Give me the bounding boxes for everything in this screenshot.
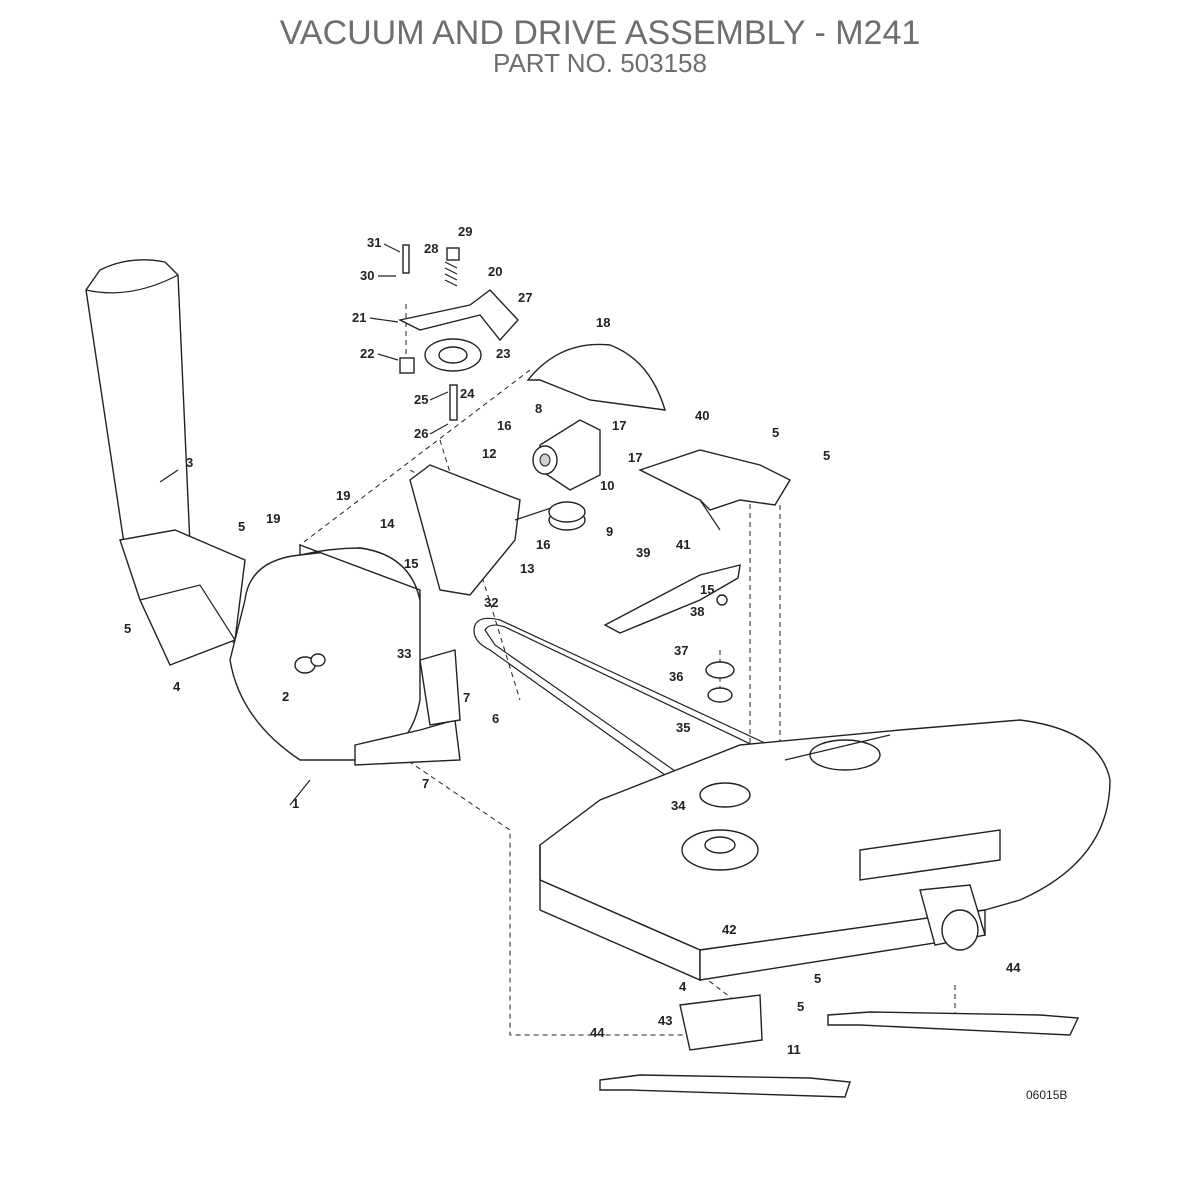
callout-17b: 17 (628, 450, 642, 465)
callout-27: 27 (518, 290, 532, 305)
callout-32: 32 (484, 595, 498, 610)
callout-6: 6 (492, 711, 499, 726)
callout-44a: 44 (1006, 960, 1021, 975)
part-number: PART NO. 503158 (493, 48, 707, 78)
callout-43: 43 (658, 1013, 672, 1028)
drawing-code: 06015B (1026, 1088, 1068, 1102)
callout-23: 23 (496, 346, 510, 361)
callout-5a: 5 (772, 425, 779, 440)
callout-28: 28 (424, 241, 438, 256)
blade-holder-43 (679, 994, 763, 1051)
callout-20: 20 (488, 264, 502, 279)
callout-34: 34 (671, 798, 686, 813)
diagram-title: VACUUM AND DRIVE ASSEMBLY - M241 (279, 14, 921, 52)
callout-15b: 15 (700, 582, 714, 597)
callout-26: 26 (414, 426, 428, 441)
callout-25: 25 (414, 392, 428, 407)
callout-5b: 5 (823, 448, 830, 463)
idler-arm (397, 244, 519, 421)
callout-8: 8 (535, 401, 542, 416)
callout-39: 39 (636, 545, 650, 560)
callout-33: 33 (397, 646, 411, 661)
callout-5c: 5 (238, 519, 245, 534)
vacuum-chute (85, 259, 246, 666)
callout-24: 24 (460, 386, 475, 401)
callout-41: 41 (676, 537, 690, 552)
callout-31: 31 (367, 235, 381, 250)
callout-18: 18 (596, 315, 610, 330)
callout-9: 9 (606, 524, 613, 539)
callout-21: 21 (352, 310, 366, 325)
callout-17a: 17 (612, 418, 626, 433)
leader-lines (159, 243, 449, 806)
callout-4b: 4 (679, 979, 687, 994)
callout-35: 35 (676, 720, 690, 735)
callout-4a: 4 (173, 679, 181, 694)
callout-22: 22 (360, 346, 374, 361)
callout-11: 11 (787, 1042, 801, 1057)
callout-14: 14 (380, 516, 395, 531)
pulley-9 (548, 501, 586, 531)
belt-cover-18 (526, 343, 666, 411)
callout-2: 2 (282, 689, 289, 704)
callout-5d: 5 (124, 621, 131, 636)
callout-37: 37 (674, 643, 688, 658)
callout-10: 10 (600, 478, 614, 493)
belt-guard-40 (638, 449, 791, 531)
callout-labels: 31 28 29 30 20 27 21 23 22 24 18 25 26 8… (124, 224, 1021, 1057)
callout-29: 29 (458, 224, 472, 239)
callout-19b: 19 (266, 511, 280, 526)
spacers (705, 594, 735, 703)
callout-5f: 5 (797, 999, 804, 1014)
callout-7b: 7 (422, 776, 429, 791)
blower-housing (229, 543, 461, 766)
callout-42: 42 (722, 922, 736, 937)
callout-5e: 5 (814, 971, 821, 986)
belt-39 (603, 564, 741, 634)
callout-1: 1 (292, 796, 299, 811)
callout-16a: 16 (497, 418, 511, 433)
callout-15a: 15 (404, 556, 418, 571)
callout-16b: 16 (536, 537, 550, 552)
callout-7a: 7 (463, 690, 470, 705)
callout-38: 38 (690, 604, 704, 619)
callout-44b: 44 (590, 1025, 605, 1040)
callout-30: 30 (360, 268, 374, 283)
blades-44 (599, 1011, 1080, 1098)
callout-13: 13 (520, 561, 534, 576)
callout-3: 3 (186, 455, 193, 470)
mower-deck (539, 719, 1111, 982)
baffle-plate (409, 464, 561, 596)
callout-19a: 19 (336, 488, 350, 503)
callout-12: 12 (482, 446, 496, 461)
callout-40: 40 (695, 408, 709, 423)
callout-36: 36 (669, 669, 683, 684)
gearbox (532, 419, 601, 491)
